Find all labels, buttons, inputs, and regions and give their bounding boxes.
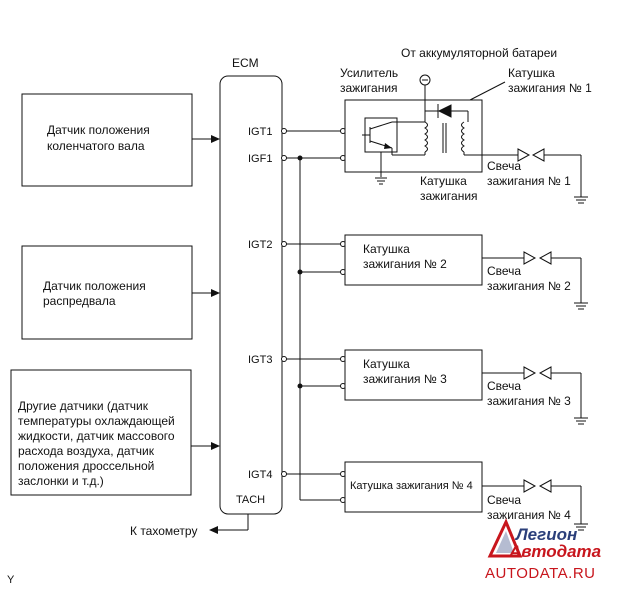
coil3-label-1: Катушка [363,357,410,371]
other-sensors-label-4: расхода воздуха, датчик [18,444,155,458]
battery-label: От аккумуляторной батареи [401,46,557,60]
igniter-label-2: зажигания [340,81,398,95]
ecm-terminal-igt4: IGT4 [248,469,272,481]
tachometer-label: К тахометру [130,524,197,538]
coil1-bottom-label-1: Катушка [420,174,467,188]
other-sensors-label-6: заслонки и т.д.) [18,474,104,488]
ecm-terminal-igf1: IGF1 [248,153,272,165]
signal-wiring [282,130,343,501]
logo-line2: Автодата [508,542,601,561]
plug4-label-1: Свеча [487,493,521,507]
plug4-label-2: зажигания № 4 [487,508,571,522]
coil1-top-label-1: Катушка [508,66,555,80]
spark-plug-4-icon [482,479,588,531]
ecm-terminal-tach: TACH [236,494,265,506]
autodata-logo: Легион Автодата AUTODATA.RU [485,518,601,582]
plug1-label-1: Свеча [487,159,521,173]
coil4-box [344,461,483,513]
coil4-label: Катушка зажигания № 4 [350,480,473,492]
plug3-label-1: Свеча [487,379,521,393]
other-sensors-label-5: положения дроссельной [18,459,154,473]
sensor-to-ecm-arrows [191,135,220,450]
other-sensors-label-2: температуры охлаждающей [18,414,175,428]
crank-sensor-label-2: коленчатого вала [47,139,145,153]
logo-line1: Легион [514,525,577,544]
junction-dots [297,155,303,389]
other-sensors-box [10,369,192,496]
plug2-label-2: зажигания № 2 [487,279,571,293]
coil-core-icon [442,123,447,153]
crank-sensor-label-1: Датчик положения [47,123,150,137]
crank-sensor-box [21,93,193,187]
cam-sensor-box [21,245,193,340]
cam-sensor-label-1: Датчик положения [43,279,146,293]
diode-icon [437,104,452,118]
logo-url: AUTODATA.RU [485,565,596,582]
ecm-terminal-igt2: IGT2 [248,239,272,251]
ecm-title: ECM [232,56,259,70]
coil1-pointer-line [469,81,506,101]
ecm-terminal-igt1: IGT1 [248,126,272,138]
ecm-terminal-igt3: IGT3 [248,354,272,366]
cam-sensor-label-2: распредвала [43,294,116,308]
spark-plug-2-icon [482,251,588,310]
plug1-label-2: зажигания № 1 [487,174,571,188]
coil3-label-2: зажигания № 3 [363,372,447,386]
tachometer-output [209,514,249,534]
ground-icon [375,177,387,185]
spark-plug-1-icon [482,148,588,204]
coil1-bottom-label-2: зажигания [420,189,478,203]
ecm-box [219,75,283,515]
corner-mark: Y [7,574,15,586]
coil2-label-2: зажигания № 2 [363,257,447,271]
igniter-label-1: Усилитель [340,66,398,80]
spark-plug-3-icon [482,366,588,425]
coil1-top-label-2: зажигания № 1 [508,81,592,95]
coil2-label-1: Катушка [363,242,410,256]
battery-terminal-icon [419,74,469,122]
plug3-label-2: зажигания № 3 [487,394,571,408]
coil3-box [344,349,483,401]
other-sensors-label-1: Другие датчики (датчик [18,399,149,413]
transistor-icon [362,117,425,177]
plug2-label-1: Свеча [487,264,521,278]
terminal-circles [281,128,346,503]
coil2-box [344,234,483,286]
other-sensors-label-3: жидкости, датчик массового [18,429,175,443]
